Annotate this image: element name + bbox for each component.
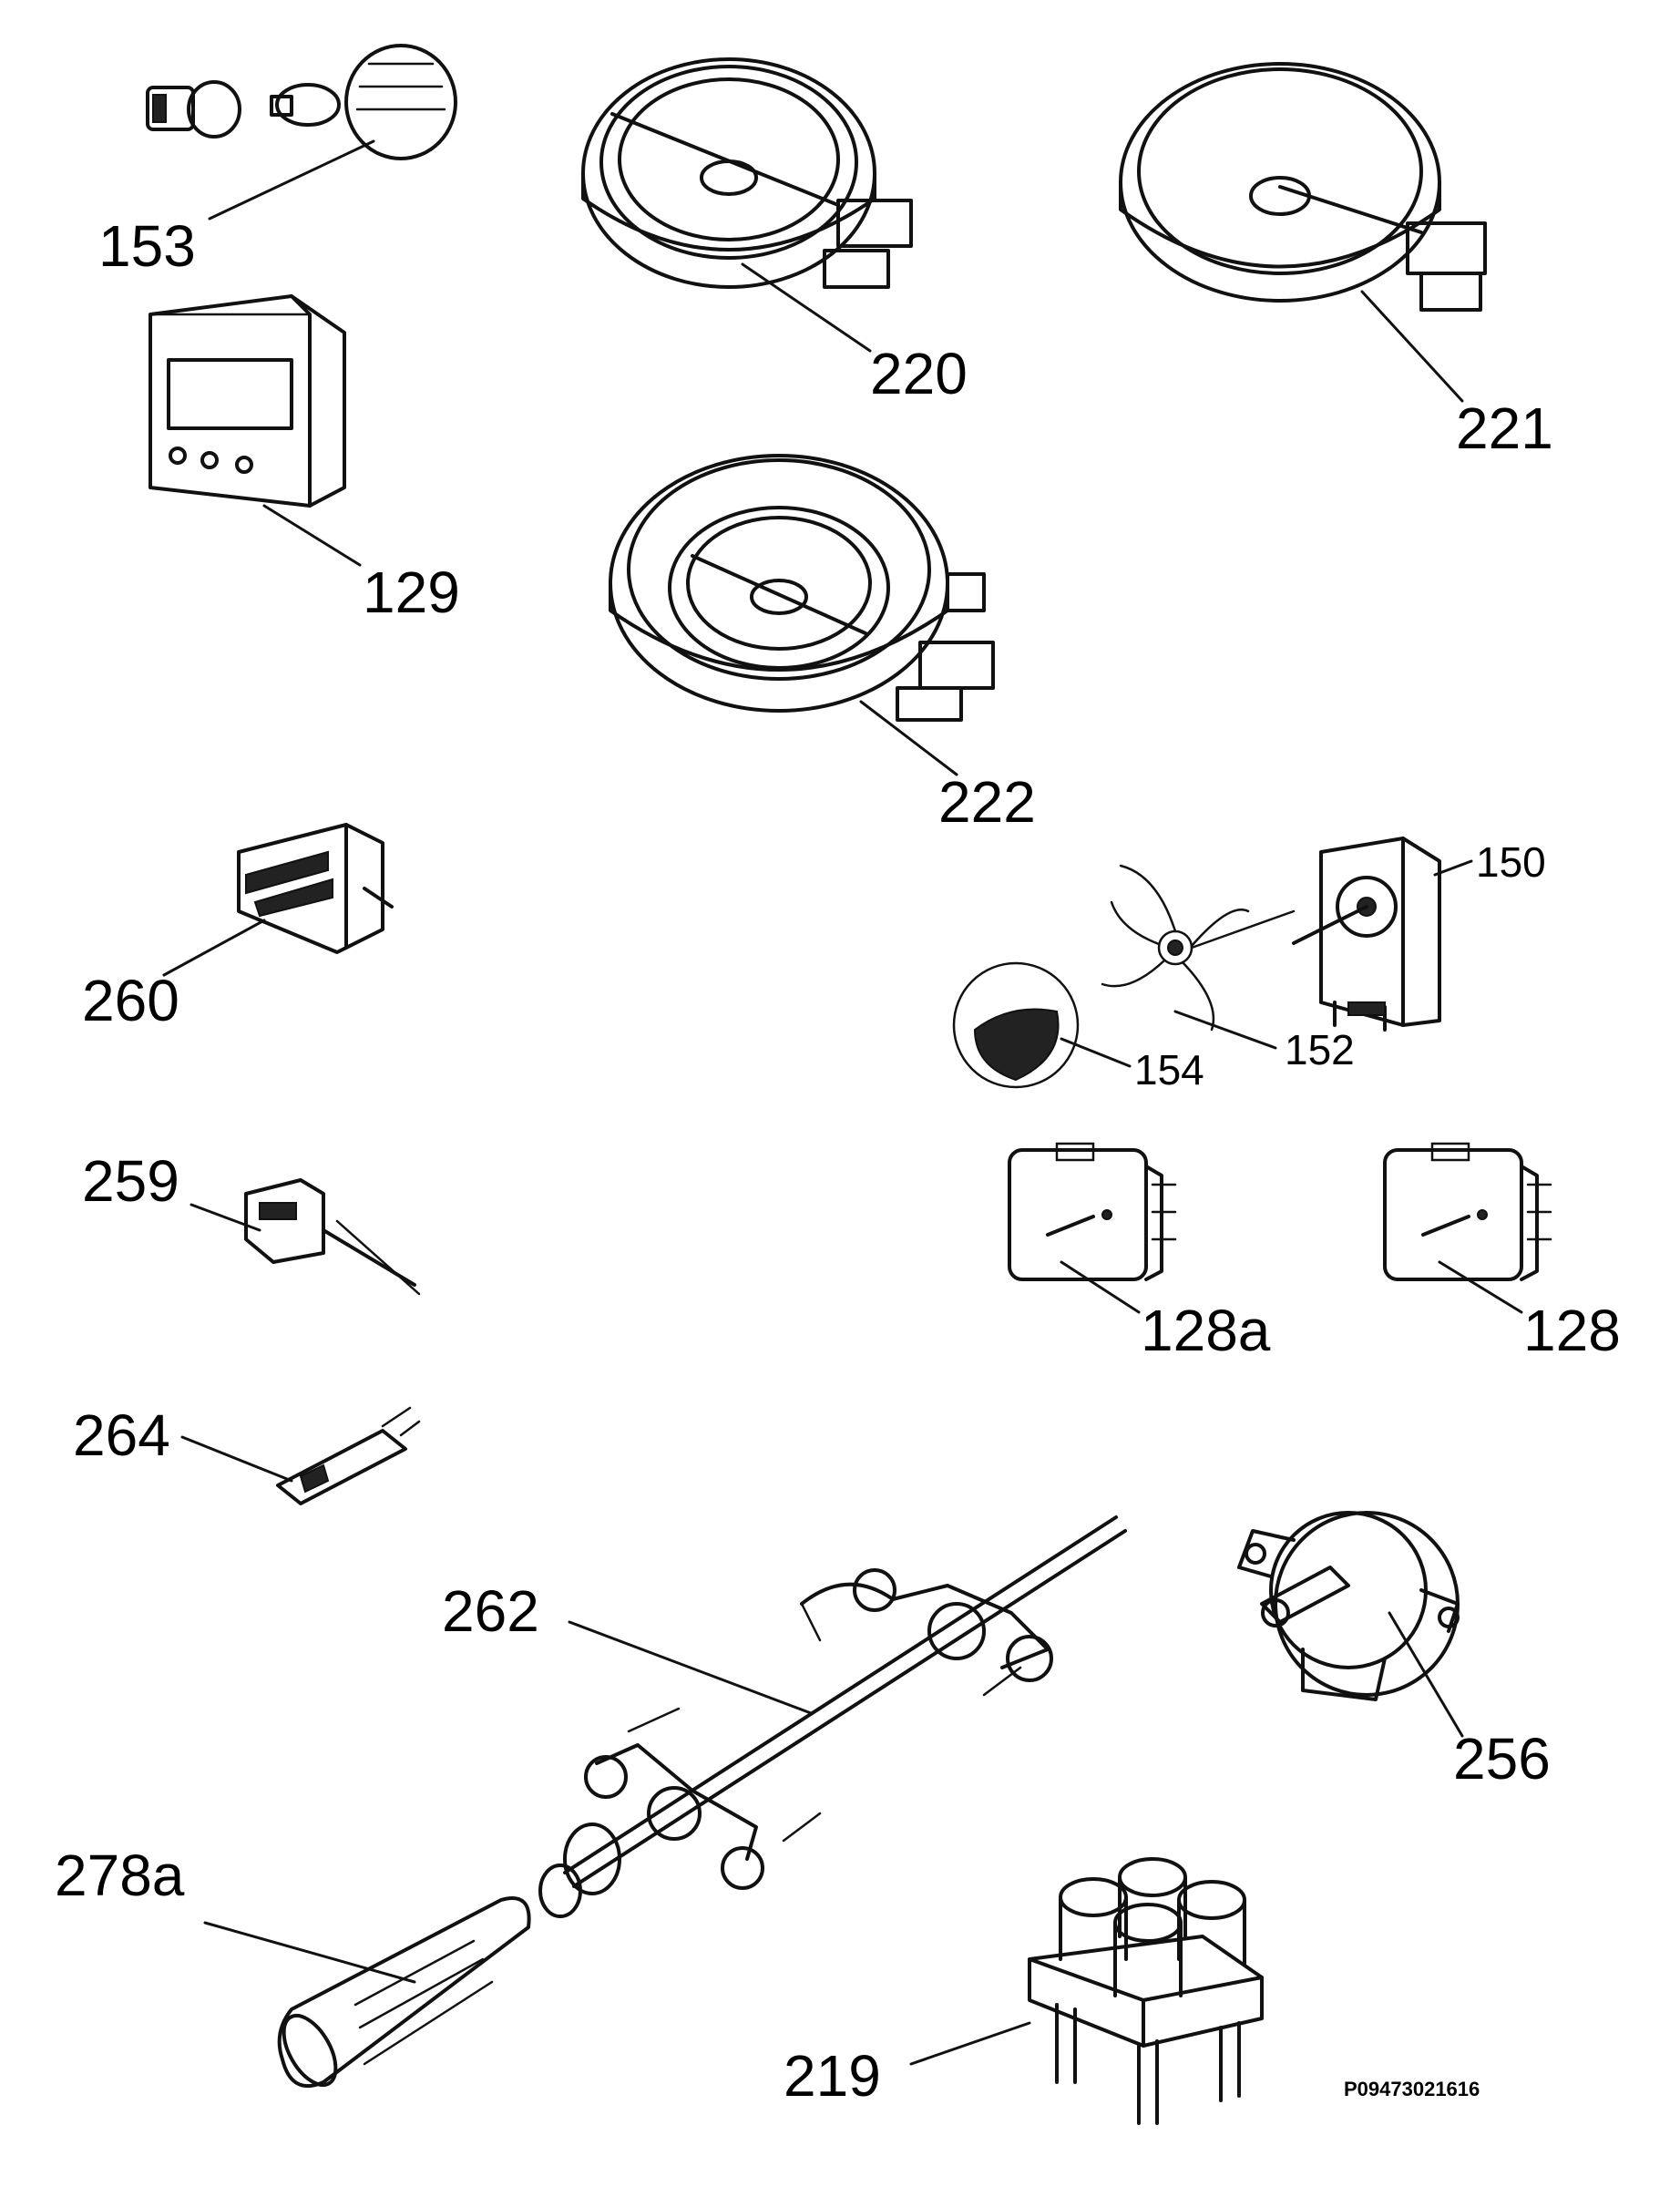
part-153-lamp [146,44,457,160]
label-219: 219 [784,2043,881,2109]
label-259: 259 [82,1148,179,1214]
leader-128 [1438,1260,1523,1314]
leader-278a [203,1921,416,1984]
leader-152 [1173,1010,1277,1050]
leader-260 [162,919,266,977]
leader-219 [909,2021,1031,2066]
label-128a: 128a [1141,1298,1271,1363]
leader-128a [1060,1260,1141,1314]
leader-153 [208,139,375,221]
label-278a: 278a [55,1843,185,1908]
part-222-dual-heating-element [609,454,995,722]
leader-256 [1388,1611,1464,1738]
part-220-heating-element [581,57,913,289]
part-278a-handle [277,1896,531,2088]
drawing-reference: P09473021616 [1344,2078,1480,2100]
part-221-heating-element [1119,62,1487,312]
part-154-filter [952,961,1080,1089]
label-152: 152 [1285,1026,1355,1073]
label-260: 260 [82,968,179,1033]
label-262: 262 [442,1578,539,1644]
leader-262 [568,1620,813,1715]
part-260-selector-switch [237,823,394,954]
label-256: 256 [1453,1726,1551,1792]
label-220: 220 [870,341,968,406]
leader-154 [1060,1037,1132,1068]
leader-150 [1433,859,1473,877]
part-256-motor [1237,1511,1460,1701]
leader-259 [190,1203,261,1232]
part-259-switch [244,1178,421,1296]
part-152-fan-impeller [1101,864,1296,1032]
part-219-terminal-block [1028,1857,1264,2125]
label-221: 221 [1456,395,1553,461]
label-154: 154 [1134,1046,1204,1094]
leader-129 [262,504,362,567]
leader-221 [1360,290,1464,403]
label-150: 150 [1476,838,1546,886]
label-264: 264 [73,1402,170,1468]
label-153: 153 [98,213,196,279]
label-129: 129 [363,560,460,625]
leader-264 [180,1435,293,1483]
part-262-rotisserie [538,1515,1127,1918]
label-222: 222 [938,769,1036,835]
part-128-energy-regulator [1383,1142,1552,1281]
part-150-fan-motor [1292,837,1441,1032]
label-128: 128 [1523,1298,1621,1363]
part-128a-energy-regulator [1008,1142,1177,1281]
leader-220 [741,262,872,353]
part-264-sensor [276,1406,421,1505]
leader-222 [859,700,958,776]
part-129-timer [149,294,346,508]
